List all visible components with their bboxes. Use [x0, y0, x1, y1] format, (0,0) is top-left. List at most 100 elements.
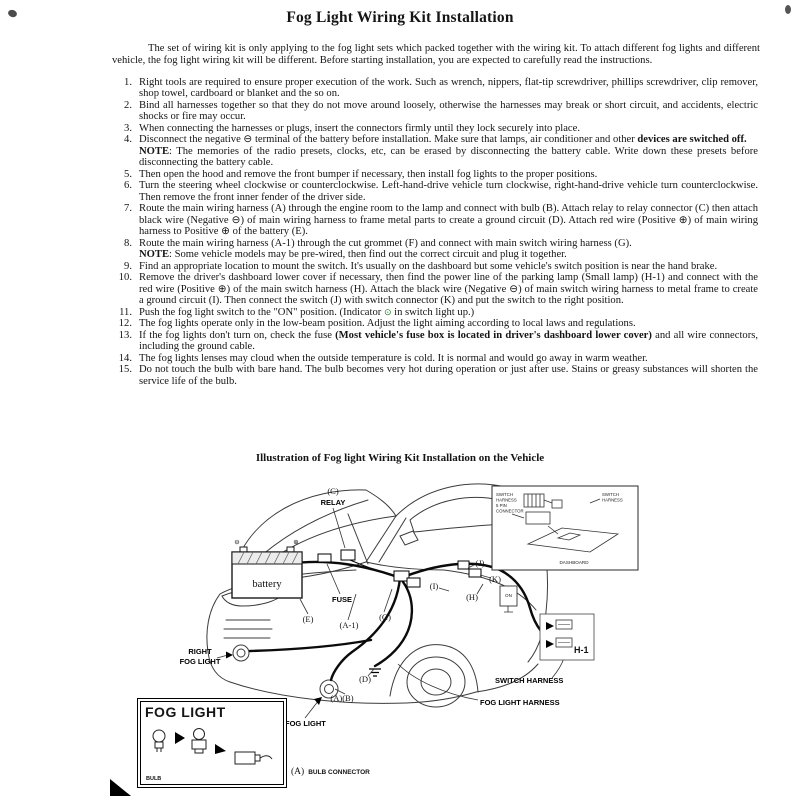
relay-part: [340, 549, 356, 561]
instruction-item: 2. Bind all harnesses together so that th…: [112, 100, 758, 123]
ref-h: (H): [466, 592, 478, 602]
right-fog-light-label-1: RIGHT: [188, 647, 212, 656]
fuse-part: [317, 553, 332, 563]
instruction-number: 9.: [124, 260, 132, 272]
inset-switch-harness-5pin-label: 5 PIN: [496, 503, 507, 508]
connector-part: [393, 570, 410, 582]
instruction-item: 4. Disconnect the negative ⊖ terminal of …: [112, 134, 758, 169]
instruction-number: 11.: [119, 306, 132, 318]
instruction-item: 10. Remove the driver's dashboard lower c…: [112, 272, 758, 307]
instruction-item: 12. The fog lights operate only in the lo…: [112, 318, 758, 330]
ground-symbol: [369, 668, 381, 677]
ref-a: (A): [291, 767, 305, 777]
battery-positive-mark: ⊕: [293, 539, 299, 546]
instruction-text: Disconnect the negative ⊖ terminal of th…: [139, 134, 758, 169]
instruction-item: 6. Turn the steering wheel clockwise or c…: [112, 180, 758, 203]
instruction-number: 2.: [124, 99, 132, 111]
bulb-connector-text: BULB CONNECTOR: [308, 769, 370, 776]
on-switch-sketch: ON: [499, 585, 518, 613]
instruction-number: 12.: [118, 318, 132, 330]
instruction-text: Route the main wiring harness (A) throug…: [139, 203, 758, 238]
ref-j: (J): [476, 558, 485, 568]
instruction-item: 3. When connecting the harnesses or plugs…: [112, 123, 758, 135]
inset-switch-harness-5pin-label: CONNECTOR: [496, 509, 524, 514]
instruction-note: NOTE: Some vehicle models may be pre-wir…: [139, 249, 567, 261]
instruction-number: 4.: [124, 134, 132, 146]
battery: ⊖ ⊕ battery: [231, 539, 303, 599]
leader-lines: [216, 507, 565, 719]
battery-label: battery: [252, 579, 282, 590]
instruction-item: 5.Then open the hood and remove the fron…: [112, 169, 758, 181]
connector-part: [406, 577, 421, 588]
instruction-number: 14.: [118, 352, 132, 364]
fog-light-inset: FOG LIGHT BUL: [137, 698, 287, 788]
instruction-text: The fog lights lenses may cloud when the…: [139, 352, 648, 364]
inset-switch-harness-label: SWITCH: [602, 492, 619, 497]
inset-switch-harness-label: HARNESS: [602, 498, 623, 503]
instruction-number: 10.: [118, 272, 132, 284]
leader-arrowheads: [226, 651, 322, 705]
instruction-text: Find an appropriate location to mount th…: [139, 260, 718, 272]
instruction-note: NOTE: The memories of the radio presets,…: [139, 145, 758, 169]
instruction-item: 15.Do not touch the bulb with bare hand.…: [112, 364, 758, 387]
instruction-number: 3.: [124, 122, 132, 134]
switch-harness-label: SWITCH HARNESS: [495, 676, 563, 685]
instruction-item: 11. Push the fog light switch to the "ON"…: [112, 307, 758, 319]
instruction-number: 1.: [124, 76, 132, 88]
instruction-item: 13. If the fog lights don't turn on, chec…: [112, 330, 758, 353]
instruction-text: If the fog lights don't turn on, check t…: [139, 329, 758, 353]
inset-switch-harness-5pin-label: HARNESS: [496, 498, 517, 503]
h1-detail: H-1: [539, 613, 595, 661]
bulb-connector-label: (A) BULB CONNECTOR: [291, 761, 370, 779]
instruction-number: 5.: [124, 168, 132, 180]
ref-c: (C): [327, 486, 339, 496]
illustration-caption: Illustration of Fog light Wiring Kit Ins…: [255, 452, 545, 464]
battery-negative-mark: ⊖: [234, 539, 240, 546]
page-title: Fog Light Wiring Kit Installation: [286, 9, 514, 26]
left-fog-light-label: LEFT FOG LIGHT: [264, 719, 326, 728]
bulb-assembly-sketch: [152, 728, 273, 765]
instruction-item: 8. Route the main wiring harness (A-1) th…: [112, 238, 758, 261]
instruction-number: 8.: [124, 237, 132, 249]
ref-a1: (A-1): [340, 620, 359, 630]
instruction-item: 9. Find an appropriate location to mount …: [112, 261, 758, 273]
instruction-text: Bind all harnesses together so that they…: [139, 99, 758, 123]
instruction-text: The fog lights operate only in the low-b…: [139, 318, 636, 330]
instruction-text: When connecting the harnesses or plugs, …: [139, 122, 580, 134]
ref-g: (G): [379, 612, 391, 622]
instruction-text: Route the main wiring harness (A-1) thro…: [139, 238, 758, 261]
connector-k-part: [468, 568, 482, 578]
arrow-icon: [175, 732, 185, 744]
bulb-label: BULB: [146, 776, 162, 782]
instruction-number: 13.: [118, 329, 132, 341]
harness-components: [317, 549, 482, 588]
instruction-item: 14. The fog lights lenses may cloud when …: [112, 353, 758, 365]
instruction-text: Right tools are required to ensure prope…: [139, 76, 758, 100]
scan-artifact: [785, 5, 791, 14]
dashboard-inset: SWITCH HARNESS 5 PIN CONNECTOR SWITCH: [491, 485, 639, 571]
arrow-icon: [215, 744, 226, 754]
instruction-number: 7.: [124, 203, 132, 215]
fog-light-inset-title: FOG LIGHT: [145, 704, 226, 720]
connector-j-part: [457, 560, 470, 570]
fuse-label: FUSE: [332, 595, 352, 604]
instruction-list: 1. Right tools are required to ensure pro…: [112, 77, 758, 388]
fog-light-inset-inner: FOG LIGHT BUL: [140, 701, 284, 785]
instruction-item: 7. Route the main wiring harness (A) thro…: [112, 203, 758, 238]
instruction-text: Push the fog light switch to the "ON" po…: [139, 306, 475, 318]
instruction-text: Do not touch the bulb with bare hand. Th…: [139, 364, 758, 387]
inset-switch-harness-5pin-label: SWITCH: [496, 492, 513, 497]
ref-ab: (A)(B): [330, 693, 353, 703]
instruction-number: 6.: [124, 180, 132, 192]
on-label: ON: [505, 593, 512, 598]
instruction-text: Turn the steering wheel clockwise or cou…: [139, 180, 758, 203]
vehicle-illustration: ⊖ ⊕ battery: [180, 483, 639, 728]
intro-paragraph: The set of wiring kit is only applying t…: [112, 43, 760, 67]
right-fog-light-label-2: FOG LIGHT: [180, 657, 221, 666]
ref-e: (E): [303, 614, 314, 624]
instruction-item: 1. Right tools are required to ensure pro…: [112, 77, 758, 100]
fog-light-harness-label: FOG LIGHT HARNESS: [480, 698, 560, 707]
instruction-text: Remove the driver's dashboard lower cove…: [139, 272, 758, 307]
h1-label: H-1: [574, 645, 589, 655]
